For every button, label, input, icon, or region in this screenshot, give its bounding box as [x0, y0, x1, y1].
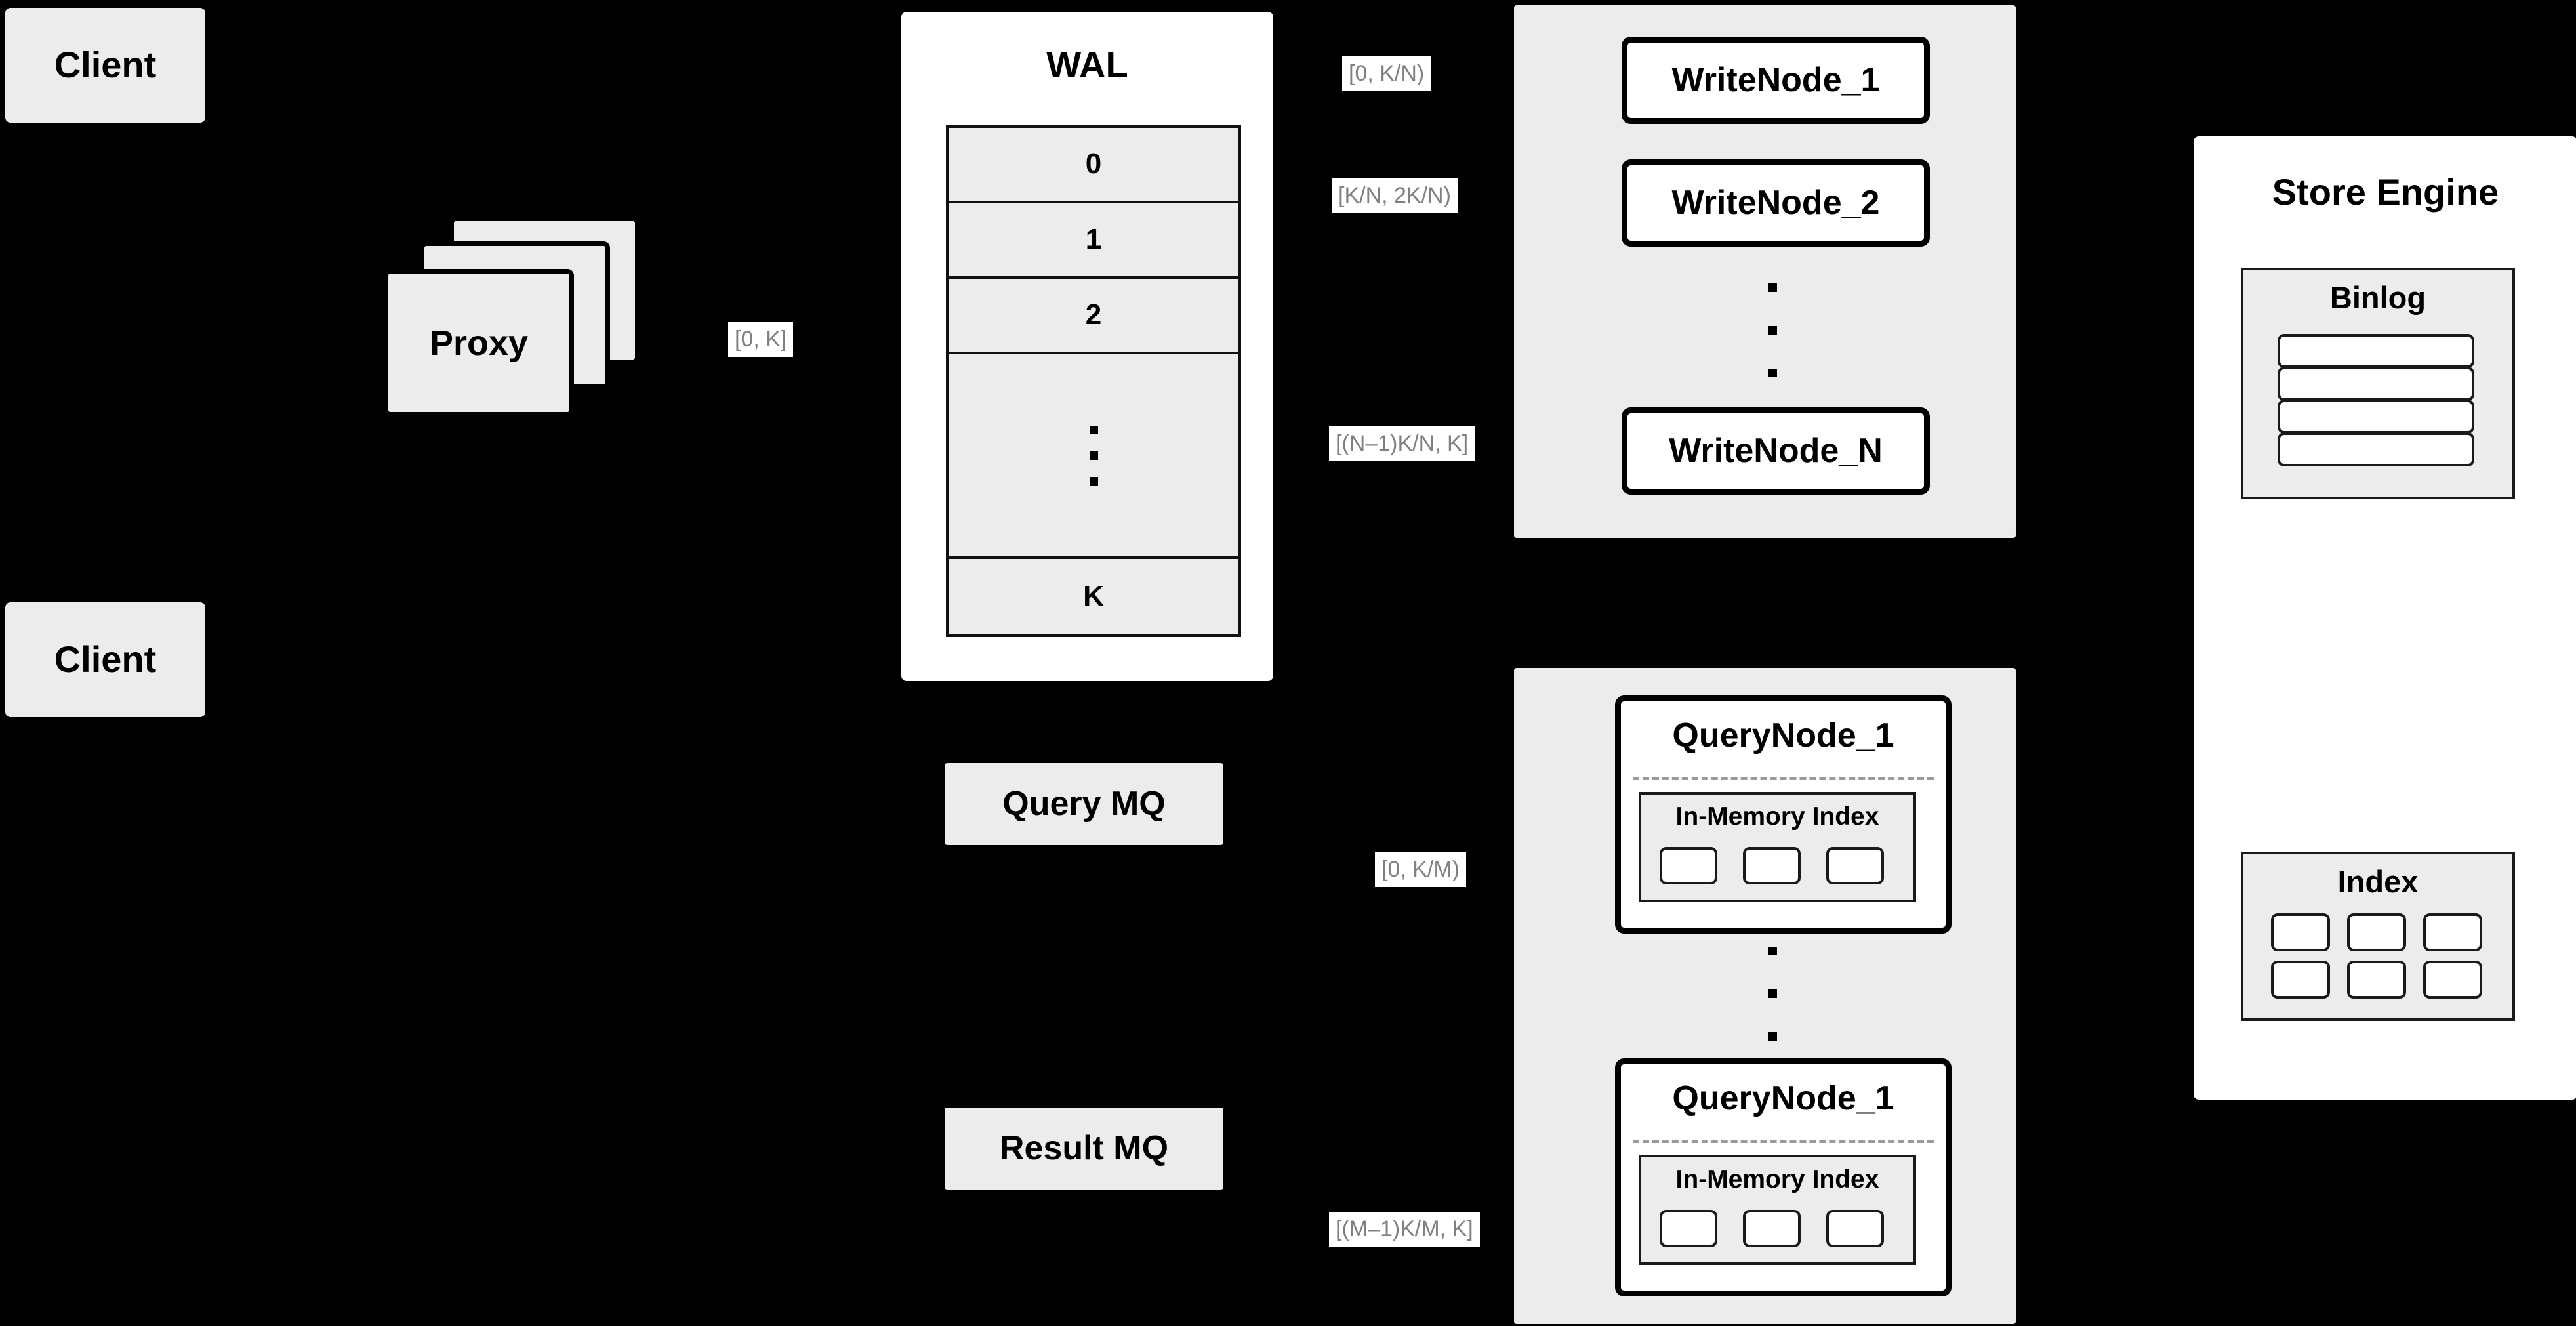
binlog-entry [2278, 334, 2474, 368]
ellipsis-dot [1089, 425, 1098, 434]
ellipsis-dot [1089, 451, 1098, 460]
arrow-line-binlog [2165, 389, 2190, 394]
binlog-entry [2278, 400, 2474, 434]
index-slot [2423, 961, 2482, 999]
index-slot [2271, 961, 2330, 999]
wal-row: 2 [949, 279, 1238, 354]
ellipsis-dot [1089, 476, 1098, 486]
querynode-label-m: QueryNode_1 [1672, 1079, 1894, 1117]
writenode-card-2[interactable]: WriteNode_2 [1622, 159, 1930, 247]
store-engine-title: Store Engine [2272, 171, 2499, 213]
index-slot [1743, 847, 1801, 884]
result-mq-label: Result MQ [999, 1129, 1169, 1168]
arrow-line-index [2165, 946, 2190, 951]
edge-label-wal-to-writenode-2: [K/N, 2K/N) [1332, 178, 1458, 214]
query-mq-box[interactable]: Query MQ [945, 763, 1223, 845]
index-slot [2423, 913, 2482, 951]
result-mq-box[interactable]: Result MQ [945, 1108, 1223, 1190]
querynode-separator-m [1633, 1140, 1934, 1143]
ellipsis-dot [1768, 326, 1777, 335]
store-engine-panel: Store Engine Binlog Index [2187, 130, 2576, 1106]
index-slot [1660, 847, 1717, 884]
wal-row: 1 [949, 203, 1238, 279]
edge-label-mq-to-querynode-m: [(M–1)K/M, K] [1329, 1212, 1480, 1247]
client-label-2: Client [54, 638, 157, 680]
writenode-label-2: WriteNode_2 [1671, 184, 1880, 222]
write-cluster-ellipsis [1767, 283, 1778, 377]
ellipsis-dot [1768, 1032, 1777, 1041]
binlog-entry [2278, 432, 2474, 466]
wal-row-ellipsis [949, 354, 1238, 559]
writenode-card-n[interactable]: WriteNode_N [1622, 407, 1930, 495]
query-cluster-ellipsis [1767, 947, 1778, 1041]
ellipsis-dot [1768, 989, 1777, 998]
index-title: Index [2337, 864, 2419, 899]
edge-label-wal-to-writenode-1: [0, K/N) [1342, 56, 1431, 92]
index-slot [2347, 913, 2406, 951]
querynode-label-1: QueryNode_1 [1672, 716, 1894, 755]
wal-row: 0 [949, 128, 1238, 203]
binlog-entry [2278, 367, 2474, 401]
writenode-card-1[interactable]: WriteNode_1 [1622, 37, 1930, 124]
index-slot [1826, 847, 1884, 884]
edge-label-mq-to-querynode-1: [0, K/M) [1375, 852, 1467, 888]
proxy-label: Proxy [429, 323, 529, 363]
index-panel: Index [2241, 852, 2515, 1021]
in-memory-index-panel-m: In-Memory Index [1639, 1155, 1916, 1265]
client-label-1: Client [54, 44, 157, 86]
index-slot [2271, 913, 2330, 951]
querynode-card-1[interactable]: QueryNode_1 In-Memory Index [1615, 695, 1952, 934]
writenode-label-1: WriteNode_1 [1671, 61, 1880, 100]
in-memory-index-label-1: In-Memory Index [1675, 802, 1879, 831]
index-slot [1743, 1210, 1801, 1247]
querynode-separator-1 [1633, 777, 1934, 780]
wal-title: WAL [1046, 44, 1128, 85]
wal-row: K [949, 559, 1238, 634]
index-slot [1660, 1210, 1717, 1247]
wal-table: 0 1 2 K [946, 125, 1241, 637]
binlog-panel: Binlog [2241, 268, 2515, 499]
index-slot [1826, 1210, 1884, 1247]
wal-panel: WAL 0 1 2 K [895, 5, 1280, 688]
proxy-front-card[interactable]: Proxy [384, 269, 574, 417]
client-box-2[interactable]: Client [5, 602, 205, 717]
ellipsis-dot [1768, 369, 1777, 377]
query-mq-label: Query MQ [1002, 785, 1166, 823]
querynode-card-m[interactable]: QueryNode_1 In-Memory Index [1615, 1058, 1952, 1296]
index-slot [2347, 961, 2406, 999]
ellipsis-dot [1768, 947, 1777, 955]
in-memory-index-label-m: In-Memory Index [1675, 1165, 1879, 1193]
edge-label-wal-to-writenode-n: [(N–1)K/N, K] [1329, 426, 1475, 462]
in-memory-index-panel-1: In-Memory Index [1639, 792, 1916, 902]
binlog-title: Binlog [2329, 280, 2426, 315]
proxy-stack[interactable]: Proxy [384, 217, 666, 433]
ellipsis-dot [1768, 283, 1777, 292]
writenode-label-n: WriteNode_N [1669, 432, 1883, 470]
edge-label-proxy-to-wal: [0, K] [728, 322, 794, 358]
client-box-1[interactable]: Client [5, 8, 205, 123]
